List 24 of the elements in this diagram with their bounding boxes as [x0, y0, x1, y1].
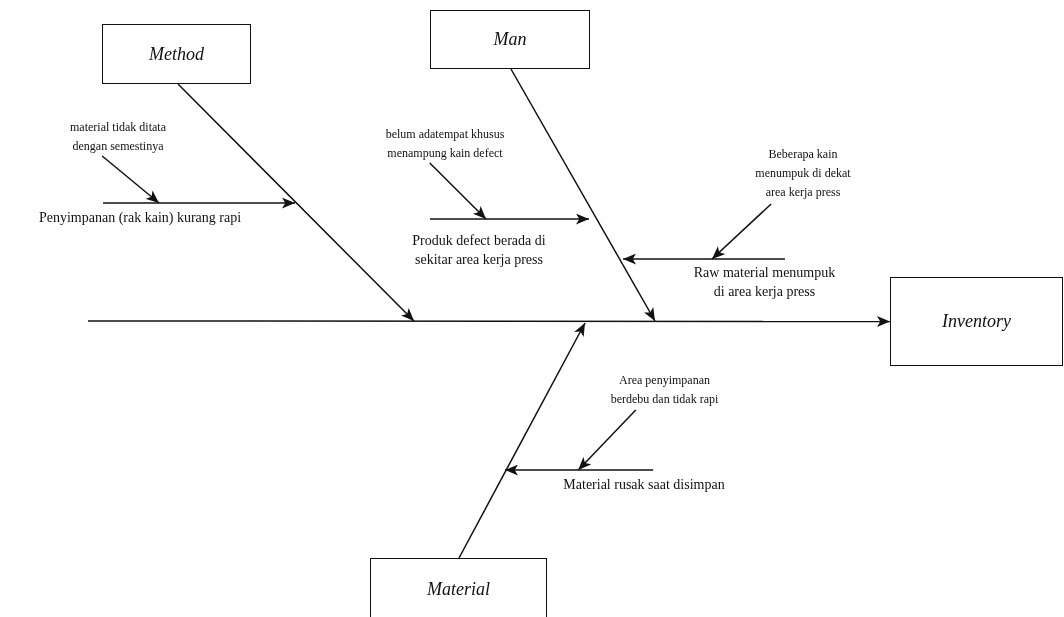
arrow — [87, 316, 891, 327]
cause-text: material tidak ditata dengan semestinya — [52, 118, 184, 156]
cause-text: Material rusak saat disimpan — [538, 470, 750, 494]
arrow — [429, 162, 487, 220]
category-box: Man — [430, 10, 590, 69]
arrow — [510, 68, 656, 322]
arrow — [102, 197, 296, 209]
cause-text: Produk defect berada di sekitar area kerja press — [396, 219, 562, 269]
arrow — [177, 83, 415, 322]
category-box: Inventory — [890, 277, 1063, 366]
arrow — [577, 409, 637, 471]
arrow — [101, 155, 160, 204]
arrow — [458, 322, 586, 559]
arrow — [711, 203, 772, 260]
category-box: Material — [370, 558, 547, 617]
arrow — [622, 253, 786, 265]
cause-text: belum adatempat khusus menampung kain defect — [350, 125, 540, 163]
arrow — [429, 213, 590, 225]
arrow — [504, 464, 654, 476]
cause-text: Raw material menumpuk di area kerja press — [682, 259, 847, 301]
category-box: Method — [102, 24, 251, 84]
cause-text: Penyimpanan (rak kain) kurang rapi — [8, 203, 272, 227]
cause-text: Beberapa kain menumpuk di dekat area kerja press — [744, 142, 862, 204]
cause-text: Area penyimpanan berdebu dan tidak rapi — [602, 370, 727, 410]
